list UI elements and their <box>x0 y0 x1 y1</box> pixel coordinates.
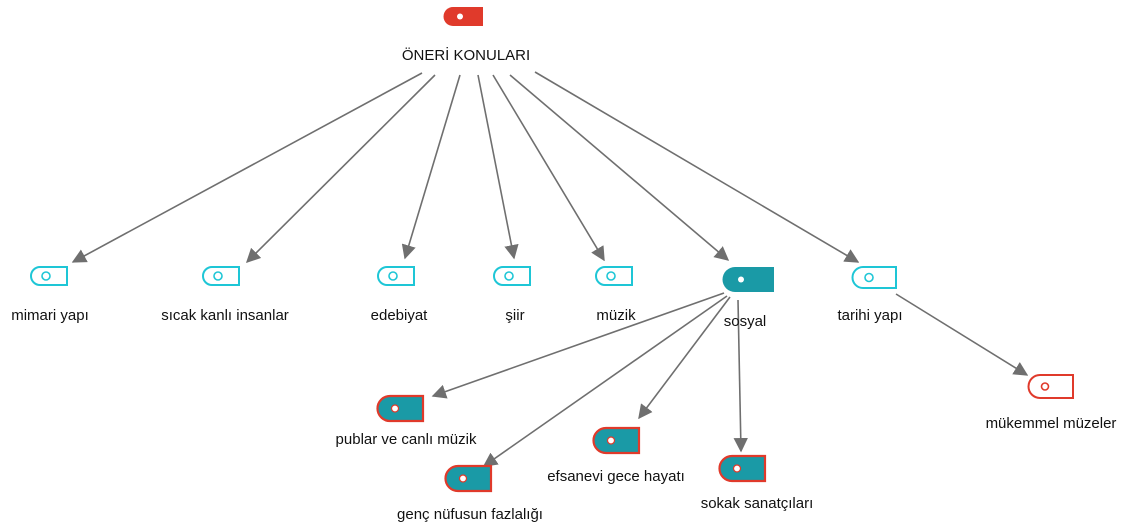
subtopic-label: publar ve canlı müzik <box>336 431 477 448</box>
edge-root-to-siir <box>477 74 519 260</box>
subtopic-label: sokak sanatçıları <box>701 495 814 512</box>
root-edges <box>71 71 860 264</box>
topic-label: müzik <box>596 307 636 324</box>
tag-icon <box>718 454 767 483</box>
subtopic-label: genç nüfusun fazlalığı <box>397 506 543 523</box>
edge-root-to-muzik <box>492 74 605 262</box>
edge-root-to-mimari-yapi <box>71 72 423 263</box>
tag-icon <box>722 267 774 292</box>
subtopic-node-mukemmel-muzeler[interactable]: mükemmel müzeler <box>986 374 1117 432</box>
tag-icon <box>493 266 531 286</box>
topic-node-sosyal[interactable]: sosyal <box>722 267 775 330</box>
subtopic-node-genc-nufusun-fazlaligi[interactable]: genç nüfusun fazlalığı <box>397 464 543 523</box>
edge-root-to-sicak-kanli-insanlar <box>245 74 436 264</box>
edge-sosyal-to-publar <box>431 292 725 399</box>
tag-icon <box>592 426 641 455</box>
tag-icon <box>444 464 493 493</box>
edge-root-to-edebiyat <box>401 74 461 260</box>
tag-icon <box>376 394 425 423</box>
topic-node-edebiyat[interactable]: edebiyat <box>371 266 429 324</box>
topic-node-mimari-yapi[interactable]: mimari yapı <box>11 266 89 324</box>
sub-edges <box>431 292 1029 467</box>
topic-label: sıcak kanlı insanlar <box>161 307 289 324</box>
tag-icon <box>1027 374 1074 399</box>
tag-icon <box>851 266 897 289</box>
edge-tarihi-yapi-to-mukemmel <box>895 293 1029 376</box>
subtopic-node-publar-ve-canli-muzik[interactable]: publar ve canlı müzik <box>336 394 477 448</box>
edge-root-to-sosyal <box>509 74 730 261</box>
topic-label: şiir <box>505 307 524 324</box>
topic-node-siir[interactable]: şiir <box>493 266 531 324</box>
root-node[interactable]: ÖNERİ KONULARI <box>402 7 530 64</box>
topic-label: sosyal <box>724 313 767 330</box>
tag-icon <box>443 7 483 26</box>
tag-icon <box>595 266 633 286</box>
subtopic-node-efsanevi-gece-hayati[interactable]: efsanevi gece hayatı <box>547 426 685 485</box>
subtopic-label: mükemmel müzeler <box>986 415 1117 432</box>
root-label: ÖNERİ KONULARI <box>402 46 530 64</box>
edge-root-to-tarihi-yapi <box>534 71 860 263</box>
subtopic-label: efsanevi gece hayatı <box>547 468 685 485</box>
topic-node-sicak-kanli-insanlar[interactable]: sıcak kanlı insanlar <box>161 266 289 324</box>
tag-icon <box>202 266 240 286</box>
topic-label: tarihi yapı <box>837 307 902 324</box>
subtopic-node-sokak-sanatcilari[interactable]: sokak sanatçıları <box>701 454 814 512</box>
topic-label: edebiyat <box>371 307 429 324</box>
edge-sosyal-to-sokak <box>733 299 748 453</box>
topic-node-tarihi-yapi[interactable]: tarihi yapı <box>837 266 903 324</box>
edge-sosyal-to-efsanevi <box>638 296 731 420</box>
tag-icon <box>30 266 68 286</box>
topic-label: mimari yapı <box>11 307 89 324</box>
edge-sosyal-to-genc-nufus <box>482 295 728 467</box>
topic-node-muzik[interactable]: müzik <box>595 266 636 324</box>
tag-icon <box>377 266 415 286</box>
